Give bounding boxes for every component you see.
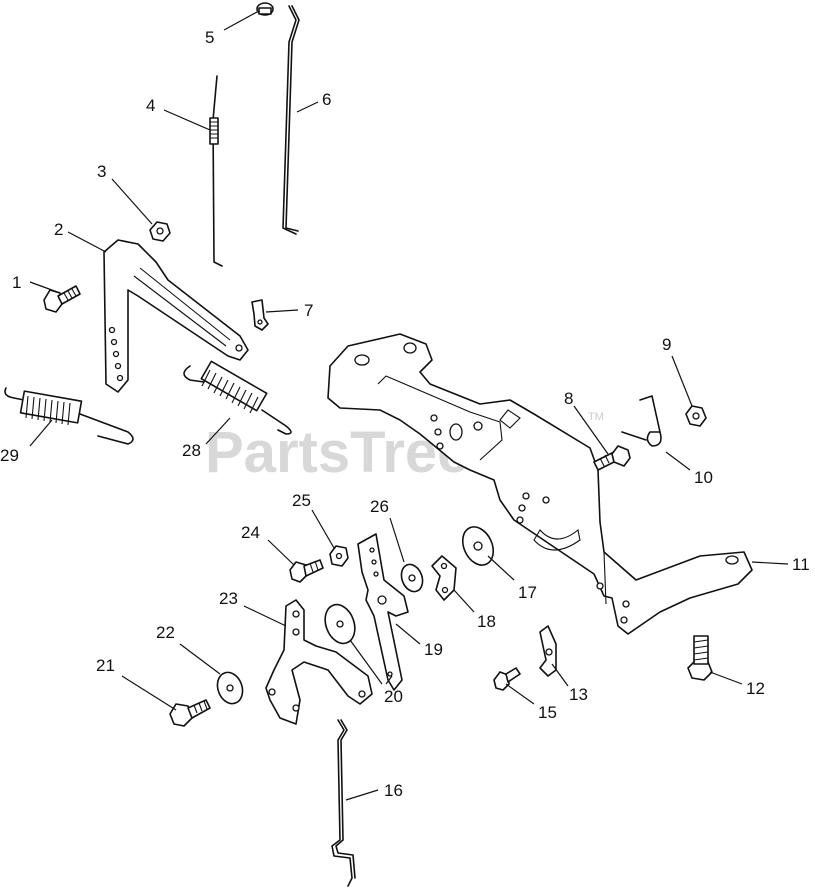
part-6-rod[interactable]: [282, 5, 300, 235]
part-1-bolt[interactable]: [43, 285, 81, 313]
part-2-lever-bracket[interactable]: [103, 239, 249, 393]
part-18-link[interactable]: [431, 555, 457, 601]
callout-10: 10: [694, 468, 713, 487]
callout-5: 5: [205, 28, 214, 47]
part-25-nut[interactable]: [329, 545, 349, 567]
part-23-bracket[interactable]: [265, 599, 373, 725]
callout-19: 19: [424, 640, 443, 659]
part-29-spring[interactable]: [4, 387, 134, 445]
part-16-rod[interactable]: [331, 719, 356, 887]
part-3-nut[interactable]: [149, 221, 171, 242]
callout-21: 21: [96, 656, 115, 675]
part-8-bolt[interactable]: [593, 445, 631, 471]
part-12-bolt[interactable]: [687, 635, 713, 681]
callout-29: 29: [0, 446, 19, 465]
part-11-main-bracket[interactable]: [327, 333, 753, 635]
part-5-cap[interactable]: [256, 2, 274, 16]
callout-17: 17: [518, 583, 537, 602]
callout-12: 12: [746, 679, 765, 698]
callout-18: 18: [477, 612, 496, 631]
callout-11: 11: [792, 555, 810, 574]
callout-13: 13: [569, 685, 588, 704]
callout-4: 4: [146, 96, 155, 115]
callout-25: 25: [292, 491, 311, 510]
part-28-spring[interactable]: [183, 360, 292, 435]
callout-15: 15: [538, 703, 557, 722]
part-24-bolt[interactable]: [289, 559, 324, 583]
part-7-clip[interactable]: [251, 299, 269, 331]
watermark-trademark: TM: [588, 411, 604, 423]
part-21-bolt[interactable]: [169, 699, 211, 727]
part-10-spring-clip[interactable]: [621, 395, 662, 447]
callout-9: 9: [662, 335, 671, 354]
part-20-washer[interactable]: [320, 600, 360, 647]
callout-26: 26: [370, 497, 389, 516]
part-4-rod-spring[interactable]: [209, 75, 223, 267]
callout-24: 24: [241, 523, 260, 542]
part-19-lever[interactable]: [357, 533, 409, 691]
callout-6: 6: [322, 90, 331, 109]
part-13-clip[interactable]: [539, 625, 557, 677]
part-26-washer[interactable]: [398, 561, 426, 594]
callout-1: 1: [12, 273, 21, 292]
callout-7: 7: [304, 301, 313, 320]
callout-labels: 5 6 4 3 2 1 7 9 8 29 28 10 25 26 24 11 1…: [0, 28, 810, 800]
callout-16: 16: [384, 781, 403, 800]
part-17-washer[interactable]: [457, 522, 499, 570]
callout-22: 22: [156, 623, 175, 642]
callout-3: 3: [97, 162, 106, 181]
callout-2: 2: [54, 220, 63, 239]
callout-23: 23: [219, 589, 238, 608]
part-15-screw[interactable]: [493, 667, 521, 691]
part-9-nut[interactable]: [685, 405, 707, 427]
part-22-washer[interactable]: [213, 669, 246, 707]
callout-8: 8: [564, 389, 573, 408]
callout-20: 20: [384, 687, 403, 706]
callout-28: 28: [182, 441, 201, 460]
